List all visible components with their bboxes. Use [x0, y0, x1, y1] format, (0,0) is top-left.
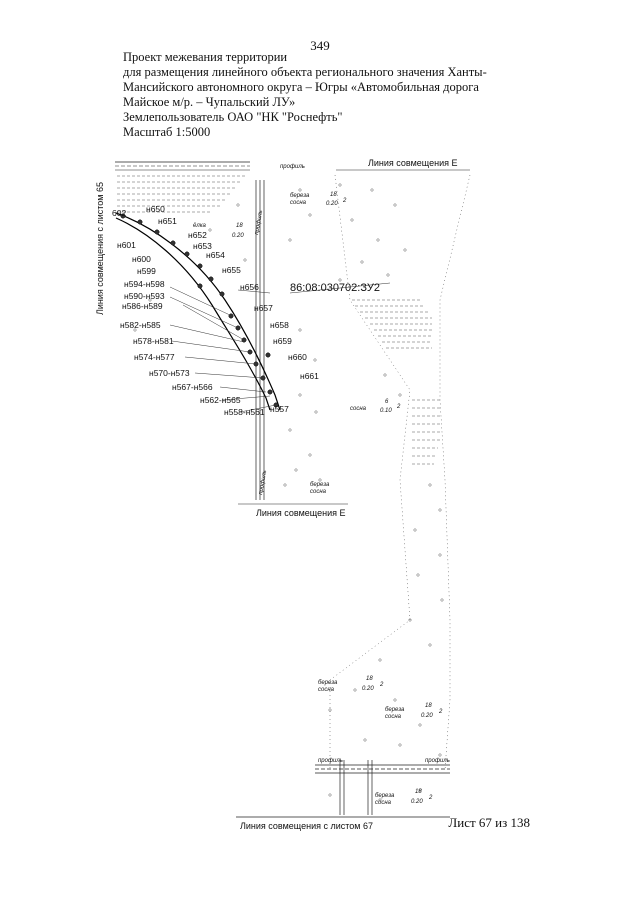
point-label: н650 [146, 204, 165, 214]
svg-text:0.20: 0.20 [421, 713, 433, 719]
point-label: н661 [300, 371, 319, 381]
forest-legend-lower-left: береза сосна [310, 482, 330, 495]
svg-text:береза: береза [310, 482, 330, 488]
svg-text:сосна: сосна [385, 714, 402, 720]
match-line-e-bottom: Линия совмещения Е [256, 508, 345, 518]
point-label: н655 [222, 265, 241, 275]
point-label: н574-н577 [134, 352, 175, 362]
point-label: н601 [117, 240, 136, 250]
point-label: н570-н573 [149, 368, 190, 378]
point-label: н660 [288, 352, 307, 362]
road-label-vertical-2: профиль [258, 470, 268, 496]
point-label: н594-н598 [124, 279, 165, 289]
forest-legend-a: береза сосна 18 0.20 2 [318, 676, 384, 693]
document-header: Проект межевания территории для размещен… [123, 50, 543, 140]
parcel-number: 86:08:030702:ЗУ2 [290, 282, 380, 294]
svg-text:сосна: сосна [375, 800, 392, 806]
point-label: н590-н593 [124, 291, 165, 301]
svg-text:18: 18 [366, 676, 373, 682]
svg-text:18: 18 [330, 192, 337, 198]
point-label: н657 [254, 303, 273, 313]
point-label: н653 [193, 241, 212, 251]
point-label: н656 [240, 282, 259, 292]
forest-legend-b: береза сосна 18 0.20 2 [385, 703, 443, 720]
header-line-5: Землепользователь ОАО "НК "Роснефть" [123, 110, 343, 124]
svg-text:6: 6 [385, 399, 389, 405]
leader-lines [169, 282, 391, 413]
point-label: н652 [188, 230, 207, 240]
svg-text:0.20: 0.20 [232, 233, 244, 239]
right-strip-edges [329, 174, 471, 771]
svg-text:ёлка: ёлка [193, 223, 207, 229]
header-line-4: Майское м/р. – Чупальский ЛУ» [123, 95, 296, 109]
sheet-number: Лист 67 из 138 [448, 815, 530, 830]
svg-text:сосна: сосна [290, 200, 307, 206]
bottom-road [315, 760, 450, 815]
forest-legend-mid: сосна 6 0.10 2 [350, 399, 401, 414]
svg-text:береза: береза [385, 707, 405, 713]
svg-text:2: 2 [396, 404, 401, 410]
road-label-bottom-right: профиль [425, 758, 450, 764]
point-label: 602 [112, 208, 126, 218]
boundary-points [120, 213, 279, 408]
point-labels: 602 н650 н651 н652 н601 н653 н654 н600 н… [112, 204, 319, 417]
svg-text:береза: береза [290, 193, 310, 199]
svg-text:0.20: 0.20 [411, 799, 423, 805]
header-line-3: Мансийского автономного округа – Югры «А… [123, 80, 479, 94]
svg-text:береза: береза [318, 680, 338, 686]
svg-text:18: 18 [415, 789, 422, 795]
svg-text:сосна: сосна [350, 406, 367, 412]
svg-text:сосна: сосна [310, 489, 327, 495]
point-label: н567-н566 [172, 382, 213, 392]
vertical-road-left [255, 180, 265, 500]
header-line-2: для размещения линейного объекта региона… [123, 65, 487, 79]
parcel-boundary [115, 212, 281, 411]
point-label: н557 [270, 404, 289, 414]
point-label: н658 [270, 320, 289, 330]
point-label: н659 [273, 336, 292, 346]
svg-text:2: 2 [438, 709, 443, 715]
header-line-1: Проект межевания территории [123, 50, 288, 64]
header-line-6: Масштаб 1:5000 [123, 125, 211, 139]
svg-text:2: 2 [428, 795, 433, 801]
forest-legend-yelka: ёлка 18 0.20 [193, 223, 244, 239]
road-label-top: профиль [280, 164, 305, 170]
wetland-hatch-right [352, 299, 442, 465]
point-label: н599 [137, 266, 156, 276]
point-label: н586-н589 [122, 301, 163, 311]
forest-legend-top: береза сосна 18 0.20 2 [290, 192, 347, 207]
point-label: н654 [206, 250, 225, 260]
match-line-sheet67: Линия совмещения с листом 67 [240, 821, 373, 831]
point-label: н582-н585 [120, 320, 161, 330]
point-label: н558-н561 [224, 407, 265, 417]
svg-text:18: 18 [425, 703, 432, 709]
point-label: н651 [158, 216, 177, 226]
wetland-hatch-left [117, 175, 245, 213]
svg-text:0.20: 0.20 [326, 201, 338, 207]
svg-text:0.20: 0.20 [362, 686, 374, 692]
forest-legend-c: береза сосна 18 0.20 2 [375, 789, 433, 806]
svg-text:18: 18 [236, 223, 243, 229]
svg-text:2: 2 [379, 682, 384, 688]
point-label: н562-н565 [200, 395, 241, 405]
forest-dots [133, 183, 444, 802]
match-line-e-top: Линия совмещения Е [368, 158, 457, 168]
top-road [115, 161, 250, 171]
svg-text:береза: береза [375, 793, 395, 799]
svg-text:сосна: сосна [318, 687, 335, 693]
point-label: н600 [132, 254, 151, 264]
svg-text:2: 2 [342, 198, 347, 204]
road-label-vertical: профиль [254, 210, 264, 236]
svg-text:0.10: 0.10 [380, 408, 392, 414]
page-number: 349 [310, 38, 330, 53]
road-label-bottom-left: профиль [318, 758, 343, 764]
point-label: н578-н581 [133, 336, 174, 346]
match-line-sheet65: Линия совмещения с листом 65 [95, 182, 105, 315]
